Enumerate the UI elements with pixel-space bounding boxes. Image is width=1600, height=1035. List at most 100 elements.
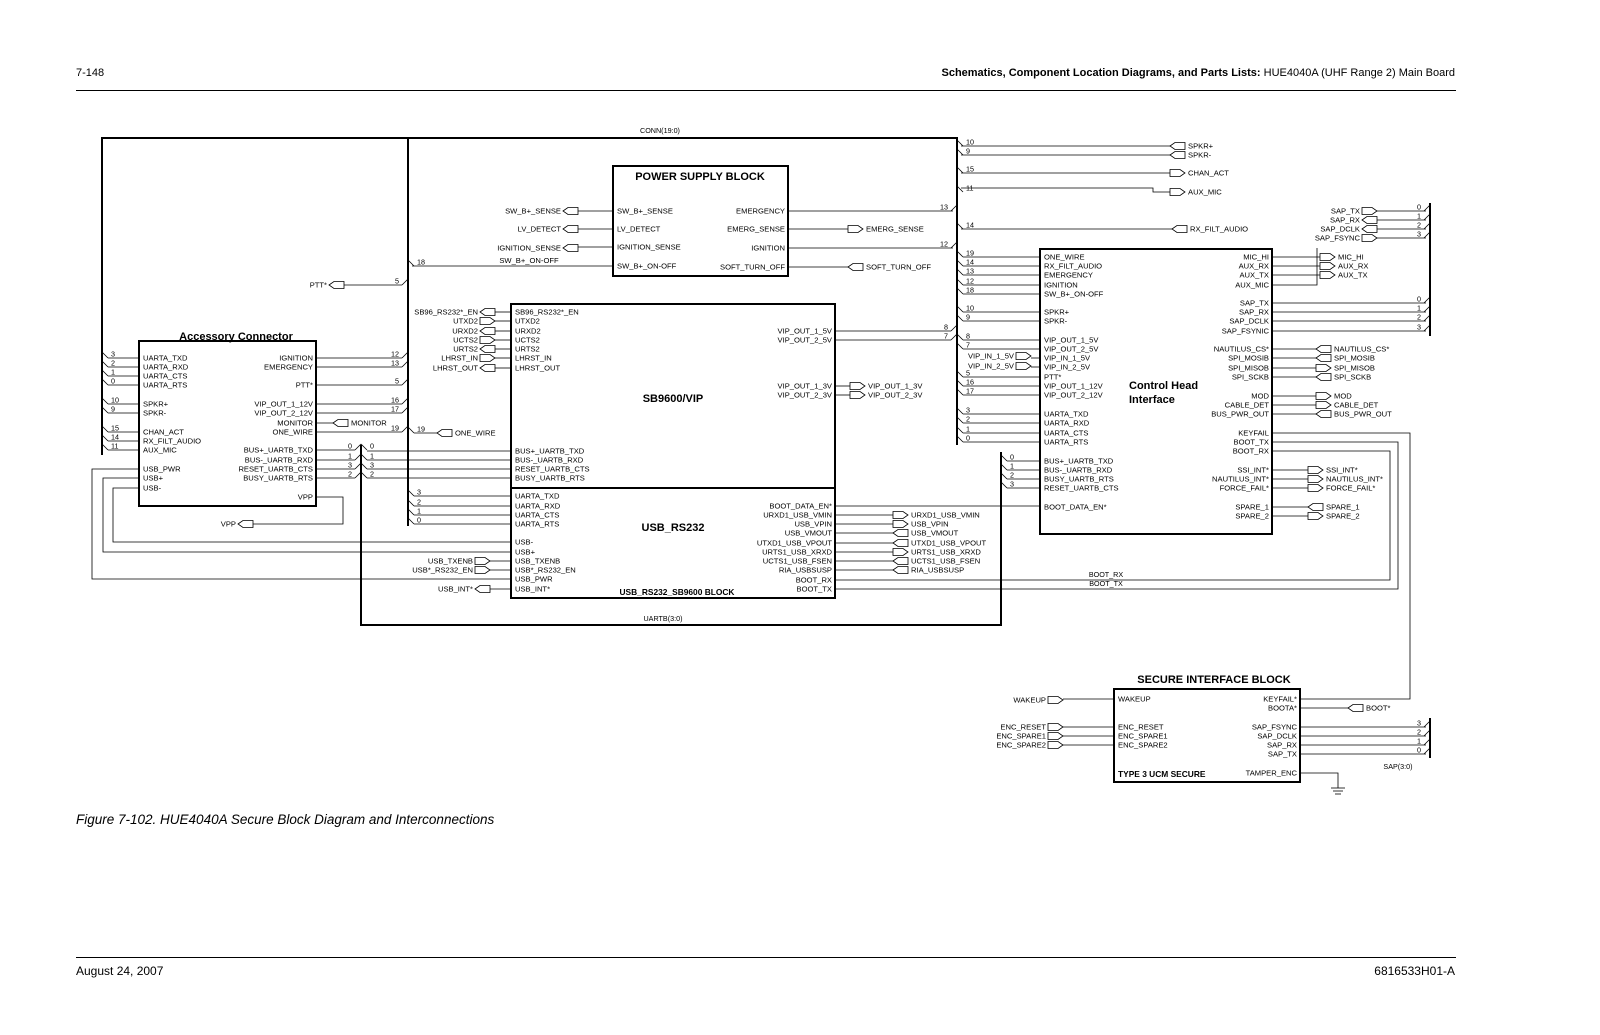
power-supply-block [612,165,789,277]
pin-label: BOOT_DATA_EN* [1044,503,1107,512]
pin-label: AUX_TX [1239,271,1269,280]
pin-label: AUX_RX [1239,262,1269,271]
pin-label: UARTA_CTS [1044,429,1088,438]
bus-entry [401,406,409,414]
wire [102,477,511,553]
bus-entry [956,268,964,276]
bus-tap-number: 19 [391,424,399,433]
pin-label: USB+ [143,474,164,483]
pin-label: SSI_INT* [1237,466,1269,475]
bus-entry [956,278,964,286]
pin-label: UARTA_TXD [515,492,560,501]
off-page-connector-icon [479,308,496,316]
off-page-connector-icon [1361,216,1378,224]
off-page-connector-icon [562,244,579,252]
off-page-connector-label: LHRST_OUT [433,364,479,373]
bus-tap-number: 12 [940,240,948,249]
bus-entry [401,278,409,286]
pin-label: UTXD1_USB_VPOUT [757,539,832,548]
control-head-block [1039,248,1273,535]
off-page-connector-icon [479,354,496,362]
bus-tap-number: 3 [1417,719,1421,728]
bus-tap-number: 18 [966,286,974,295]
off-page-connector-icon [1315,392,1332,400]
pin-label: BOOTA* [1268,704,1297,713]
pin-label: UARTA_RXD [515,502,561,511]
bus-entry [1423,296,1431,304]
bus-tap-number: 2 [1010,471,1014,480]
pin-label: VIP_OUT_2_12V [1044,391,1104,400]
bus-tap-number: 0 [1417,295,1421,304]
pin-label: BOOT_TX [797,585,832,594]
pin-label: IGNITION [279,354,313,363]
bus-entry [101,351,109,359]
off-page-connector-label: SPI_SCKB [1334,373,1371,382]
bus-entry [956,166,964,174]
bus-entry [1423,720,1431,728]
off-page-connector-icon [479,317,496,325]
wire [1272,432,1411,700]
bus-entry [354,462,362,470]
secure-block [1113,688,1301,783]
off-page-connector-icon [474,585,491,593]
pin-label: EMERG_SENSE [727,225,785,234]
wire [835,450,1391,581]
bus-tap-number: 9 [966,313,970,322]
bus-tap-number: 2 [370,470,374,479]
control-head-title: Control Head [1129,380,1198,392]
pin-label: SPARE_1 [1235,503,1269,512]
bus-entry [956,370,964,378]
off-page-connector-label: EMERG_SENSE [866,225,924,234]
bus-entry [1423,747,1431,755]
bus-entry [1423,231,1431,239]
figure-caption: Figure 7-102. HUE4040A Secure Block Diag… [76,812,495,827]
off-page-connector-label: SPARE_2 [1326,512,1360,521]
pin-label: BUS_PWR_OUT [1211,410,1269,419]
bus-tap-number: 11 [966,184,973,193]
bus-tap-number: 8 [966,332,970,341]
pin-label: SPI_SCKB [1232,373,1269,382]
off-page-connector-label: SPKR- [1188,151,1212,160]
accessory-block [138,340,317,507]
pin-label: SAP_FSYNIC [1222,327,1270,336]
off-page-connector-icon [1361,225,1378,233]
pin-label: EMERGENCY [1044,271,1093,280]
bus-line [101,137,958,455]
bus-entry [354,471,362,479]
pin-label: URTS2 [515,345,540,354]
bus-tap-number: 0 [1417,203,1421,212]
off-page-connector-label: UTXD2 [453,317,478,326]
bus-entry [956,287,964,295]
footer-rule [76,957,1456,958]
off-page-connector-icon [892,520,909,528]
pin-label: USB*_RS232_EN [515,566,576,575]
bus-tap-number: 0 [966,434,970,443]
footer-doc-number: 6816533H01-A [1374,964,1455,978]
bus-tap-number: 5 [395,377,399,386]
pin-label: BUS+_UARTB_TXD [515,447,585,456]
bus-entry [1423,222,1431,230]
off-page-connector-icon [1047,741,1064,749]
pin-label: RX_FILT_AUDIO [1044,262,1102,271]
pin-label: SPKR+ [143,400,169,409]
off-page-connector-icon [892,511,909,519]
pin-label: AUX_MIC [143,446,177,455]
bus-entry [1423,324,1431,332]
bus-tap-number: 9 [111,405,115,414]
off-page-connector-label: IGNITION_SENSE [497,244,561,253]
off-page-connector-icon [1307,475,1324,483]
sb9600-title: SB9600/VIP [643,393,704,405]
bus-tap-number: 5 [966,369,970,378]
pin-label: SPKR+ [1044,308,1070,317]
power-supply-title: POWER SUPPLY BLOCK [635,171,765,183]
off-page-connector-label: SW_B+_SENSE [505,207,561,216]
bus-entry [956,342,964,350]
off-page-connector-icon [1047,732,1064,740]
pin-label: RESET_UARTB_CTS [238,465,313,474]
off-page-connector-icon [474,557,491,565]
pin-label: SAP_DCLK [1229,317,1269,326]
bus-tap-number: 0 [1417,746,1421,755]
off-page-connector-label: SPKR+ [1188,142,1214,151]
bus-tap-number: 2 [966,415,970,424]
bus-tap-number: 1 [1417,737,1421,746]
